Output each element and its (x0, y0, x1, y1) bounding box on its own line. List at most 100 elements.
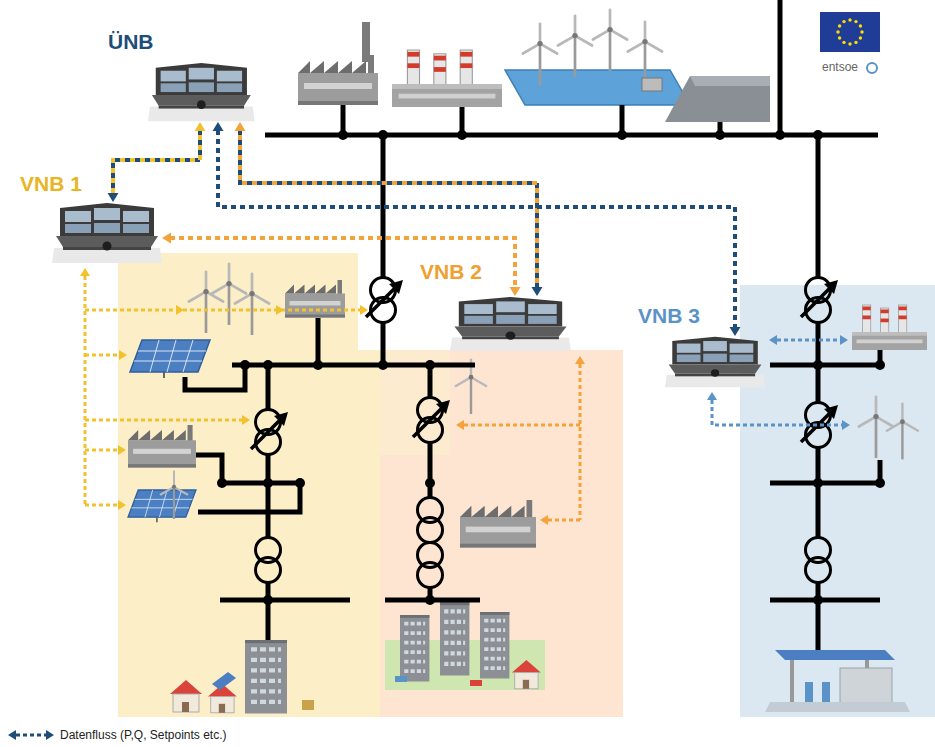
grid-lines (196, 455, 222, 483)
grid-lines (816, 448, 821, 483)
dso3-assets (790, 660, 794, 702)
arrow-head (510, 287, 521, 296)
dso1-assets (128, 425, 196, 468)
grid-lines (266, 483, 271, 537)
transmission-assets (836, 30, 839, 33)
grid-lines (185, 0, 880, 650)
dso1-data-flows (80, 268, 90, 276)
transformer-symbols (418, 543, 443, 588)
dso2-assets (440, 602, 469, 676)
transmission-assets (859, 36, 862, 39)
connector-line (113, 130, 200, 194)
transmission-assets (298, 10, 880, 122)
transmission-assets (392, 50, 502, 107)
grid-junctions (295, 478, 305, 488)
control-room: ÜNB (148, 62, 255, 122)
transmission-assets (298, 55, 378, 105)
dso3-data-flows (707, 335, 850, 430)
transmission-assets (690, 76, 770, 86)
control-room-icons (665, 337, 765, 387)
dso2-data-flows (464, 364, 580, 520)
dso3-data-flows (707, 392, 717, 400)
transmission-assets (838, 24, 841, 27)
transmission-assets (523, 24, 557, 85)
transmission-assets (836, 18, 863, 45)
dso3-assets (765, 305, 927, 712)
dso-regions (118, 350, 380, 717)
legend-sample (8, 730, 54, 740)
grid-lines (816, 483, 821, 537)
legend-text: Datenfluss (P,Q, Setpoints etc.) (60, 727, 227, 743)
dso2-data-flows (575, 356, 585, 364)
arrow-head (532, 287, 543, 296)
dso3-assets (805, 682, 813, 702)
arrow-head (730, 327, 741, 336)
dso1-data-flows (242, 415, 250, 425)
legend-sample (8, 730, 16, 740)
dso1-assets (212, 264, 246, 325)
grid-junctions (263, 478, 273, 488)
transmission-assets (558, 16, 592, 77)
grid-lines (266, 600, 271, 640)
transmission-assets (848, 42, 851, 45)
legend-sample (46, 730, 54, 740)
grid-lines (816, 135, 821, 277)
dso1-data-flows (176, 305, 184, 315)
grid-junctions (338, 130, 348, 140)
dso2-assets (385, 360, 545, 690)
data-flow-connector (108, 122, 206, 202)
transmission-assets (838, 36, 841, 39)
dso1-assets (212, 672, 236, 690)
control-room-icons (52, 203, 162, 263)
dso3-assets (887, 404, 918, 460)
grid-junctions (378, 360, 388, 370)
control-room-icons (148, 63, 255, 121)
grid-lines (428, 443, 433, 497)
dso3-data-flows (842, 420, 850, 430)
transformer-symbols (418, 498, 443, 543)
grid-lines (198, 483, 300, 512)
grid-junctions (425, 360, 435, 370)
grid-junctions (217, 478, 227, 488)
dso1-data-flows (85, 276, 360, 505)
grid-junctions (240, 360, 250, 370)
operator-label: VNB 3 (638, 304, 700, 328)
transmission-assets (854, 41, 857, 44)
connector-line (218, 130, 735, 328)
control-room-icons (450, 297, 571, 351)
transmission-assets (859, 24, 862, 27)
grid-lines (816, 323, 821, 365)
grid-junctions (715, 130, 725, 140)
transmission-assets (867, 63, 877, 73)
transformer-symbols (806, 538, 831, 583)
control-room: VNB 3 (665, 336, 765, 388)
grid-lines (316, 318, 321, 365)
dso1-assets (170, 680, 202, 712)
dso1-assets (208, 684, 237, 713)
grid-junctions (217, 130, 885, 605)
dso1-assets (128, 264, 345, 714)
grid-lines (770, 481, 880, 486)
dso-regions (118, 253, 358, 353)
transmission-assets (848, 18, 851, 21)
transmission-assets (628, 22, 662, 83)
grid-lines (381, 323, 386, 365)
transmission-assets (642, 78, 662, 91)
grid-junctions (813, 360, 823, 370)
dso3-data-flows (707, 335, 850, 430)
dso3-assets (822, 682, 830, 702)
control-room: VNB 2 (450, 296, 572, 352)
dso3-data-flows (840, 335, 848, 345)
dso2-data-flows (456, 356, 585, 525)
transmission-assets (854, 20, 857, 23)
grid-lines (770, 363, 880, 368)
grid-junctions (813, 595, 823, 605)
dso1-data-flows (119, 350, 127, 360)
grid-junctions (875, 478, 885, 488)
grid-lines (266, 365, 271, 409)
dso1-assets (235, 274, 269, 335)
dso1-assets (130, 340, 210, 378)
grid-junctions (813, 130, 823, 140)
